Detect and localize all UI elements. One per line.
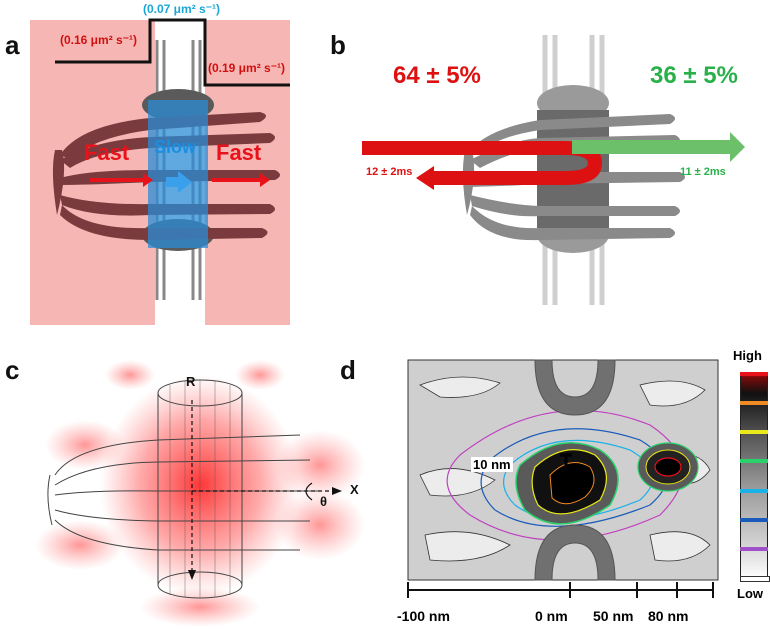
panel-letter-a: a bbox=[5, 30, 20, 60]
time-right: 11 ± 2ms bbox=[680, 166, 726, 178]
panel-c-figure bbox=[35, 360, 365, 627]
fast-left-label: Fast bbox=[84, 140, 130, 165]
legend-low: Low bbox=[737, 586, 763, 601]
pore-arc-top bbox=[534, 359, 616, 416]
panel-a-figure bbox=[30, 18, 290, 325]
tick-label-2: 50 nm bbox=[593, 608, 634, 624]
pct-right: 36 ± 5% bbox=[650, 62, 738, 89]
slow-label: Slow bbox=[154, 137, 197, 157]
time-left: 12 ± 2ms bbox=[366, 166, 413, 178]
rate-left-label: (0.16 μm² s⁻¹) bbox=[60, 33, 138, 47]
legend-tick bbox=[740, 517, 768, 522]
tick-label-3: 80 nm bbox=[648, 608, 689, 624]
density-map bbox=[407, 359, 719, 581]
panel-b-figure bbox=[362, 35, 745, 305]
diffusion-step-line bbox=[55, 18, 290, 87]
tick-label-1: 0 nm bbox=[535, 608, 568, 624]
legend-tick bbox=[740, 459, 768, 464]
pct-left: 64 ± 5% bbox=[393, 62, 481, 89]
tick-label-0: -100 nm bbox=[397, 608, 450, 624]
legend-high: High bbox=[733, 348, 762, 363]
legend-tick bbox=[740, 372, 768, 376]
legend-tick bbox=[740, 488, 768, 493]
fast-right-label: Fast bbox=[216, 140, 262, 165]
color-legend-bar bbox=[740, 372, 768, 580]
legend-tick bbox=[740, 576, 770, 582]
legend-tick bbox=[740, 401, 768, 406]
rate-center-label: (0.07 μm² s⁻¹) bbox=[143, 2, 221, 16]
rate-right-label: (0.19 μm² s⁻¹) bbox=[208, 61, 286, 75]
pass-through-arrow bbox=[572, 140, 732, 154]
axis-x-label: X bbox=[350, 482, 359, 497]
pore-arc-bottom bbox=[534, 524, 616, 581]
legend-tick bbox=[740, 546, 768, 551]
legend-tick bbox=[740, 430, 768, 435]
axis-theta-label: θ bbox=[320, 494, 328, 509]
nm-axis bbox=[407, 582, 714, 598]
panel-letter-d: d bbox=[340, 355, 356, 385]
axis-r-label: R bbox=[186, 374, 196, 389]
scale-bar-label: 10 nm bbox=[471, 457, 513, 472]
panel-letter-b: b bbox=[330, 30, 346, 60]
panel-letter-c: c bbox=[5, 355, 20, 385]
